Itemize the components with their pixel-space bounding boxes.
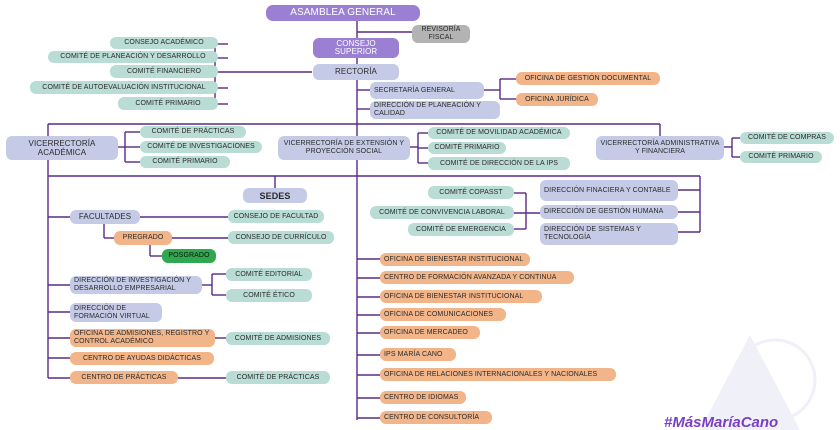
office-item: CENTRO DE CONSULTORÍA <box>380 411 492 424</box>
consejo-academico-box: CONSEJO ACADÉMICO <box>110 37 218 49</box>
vicerrectoria-administrativa-box: VICERRECTORÍA ADMINISTRATIVA Y FINANCIER… <box>596 136 724 160</box>
comite-primario-admin-box: COMITÉ PRIMARIO <box>740 151 822 163</box>
office-item: OFICINA DE BIENESTAR INSTITUCIONAL <box>380 290 542 303</box>
direccion-formacion-virtual-box: DIRECCIÓN DE FORMACIÓN VIRTUAL <box>70 303 162 322</box>
direccion-investigacion-box: DIRECCIÓN DE INVESTIGACIÓN Y DESARROLLO … <box>70 276 202 294</box>
direccion-planeacion-box: DIRECCIÓN DE PLANEACIÓN Y CALIDAD <box>370 101 500 119</box>
comite-primario-rectoria-box: COMITÉ PRIMARIO <box>118 97 218 110</box>
comite-autoevaluacion-box: COMITÉ DE AUTOEVALUACIÓN INSTITUCIONAL <box>30 81 218 94</box>
direccion-financiera-box: DIRECCIÓN FINACIERA Y CONTABLE <box>540 180 678 201</box>
office-item: OFICINA DE MERCADEO <box>380 326 480 339</box>
office-item: CENTRO DE IDIOMAS <box>380 391 466 404</box>
vicerrectoria-academica-box: VICERRECTORÍA ACADÉMICA <box>6 136 118 160</box>
oficina-admisiones-box: OFICINA DE ADMISIONES, REGISTRO Y CONTRO… <box>70 329 215 347</box>
centro-ayudas-box: CENTRO DE AYUDAS DIDÁCTICAS <box>70 352 214 365</box>
rectoria-box: RECTORÍA <box>313 64 399 80</box>
comite-primario-academica-box: COMITÉ PRIMARIO <box>140 156 230 168</box>
sedes-box: SEDES <box>243 188 307 203</box>
vicerrectoria-extension-box: VICERRECTORÍA DE EXTENSIÓN Y PROYECCIÓN … <box>278 136 410 160</box>
consejo-superior-box: CONSEJO SUPERIOR <box>313 38 399 58</box>
comite-primario-extension-box: COMITÉ PRIMARIO <box>428 142 506 154</box>
comite-convivencia-box: COMITÉ DE CONVIVENCIA LABORAL <box>370 206 514 219</box>
posgrado-box: POSGRADO <box>162 249 216 263</box>
pregrado-box: PREGRADO <box>114 231 172 245</box>
office-item: OFICINA DE BIENESTAR INSTITUCIONAL <box>380 253 530 266</box>
centro-practicas-box: CENTRO DE PRÁCTICAS <box>70 371 178 384</box>
comite-direccion-ips-box: COMITÉ DE DIRECCIÓN DE LA IPS <box>428 157 570 170</box>
comite-etico-box: COMITÉ ÉTICO <box>226 289 312 302</box>
comite-emergencia-box: COMITÉ DE EMERGENCIA <box>408 223 514 236</box>
facultades-box: FACULTADES <box>70 210 140 224</box>
comite-admisiones-box: COMITÉ DE ADMISIONES <box>226 332 330 345</box>
comite-copasst-box: COMITÉ COPASST <box>428 186 514 199</box>
comite-movilidad-box: COMITÉ DE MOVILIDAD ACADÉMICA <box>428 127 570 139</box>
comite-investigaciones-box: COMITÉ DE INVESTIGACIONES <box>140 141 262 153</box>
comite-editorial-box: COMITÉ EDITORIAL <box>226 268 312 281</box>
direccion-sistemas-box: DIRECCIÓN DE SISTEMAS Y TECNOLOGÍA <box>540 223 678 245</box>
revisoria-fiscal-box: REVISORÍA FISCAL <box>412 25 470 43</box>
consejo-curriculo-box: CONSEJO DE CURRÍCULO <box>228 231 334 244</box>
office-item: IPS MARÍA CANO <box>380 348 456 361</box>
office-item: OFICINA DE RELACIONES INTERNACIONALES Y … <box>380 368 616 381</box>
direccion-gestion-humana-box: DIRECCIÓN DE GESTIÓN HUMANA <box>540 205 678 219</box>
secretaria-general-box: SECRETARÍA GENERAL <box>370 82 484 99</box>
asamblea-general-box: ASAMBLEA GENERAL <box>266 5 420 21</box>
brand-logo: #MásMaríaCano <box>664 414 779 430</box>
comite-practicas-box: COMITÉ DE PRÁCTICAS <box>140 126 246 138</box>
office-item: CENTRO DE FORMACIÓN AVANZADA Y CONTINUA <box>380 271 574 284</box>
oficina-gestion-documental-box: OFICINA DE GESTIÓN DOCUMENTAL <box>516 72 660 85</box>
office-item: OFICINA DE COMUNICACIONES <box>380 308 506 321</box>
consejo-facultad-box: CONSEJO DE FACULTAD <box>228 210 324 223</box>
comite-practicas-2-box: COMITÉ DE PRÁCTICAS <box>226 371 330 384</box>
comite-planeacion-box: COMITÉ DE PLANEACIÓN Y DESARROLLO <box>48 51 218 63</box>
comite-financiero-box: COMITÉ FINANCIERO <box>110 65 218 78</box>
comite-compras-box: COMITÉ DE COMPRAS <box>740 132 834 144</box>
oficina-juridica-box: OFICINA JURÍDICA <box>516 93 598 106</box>
